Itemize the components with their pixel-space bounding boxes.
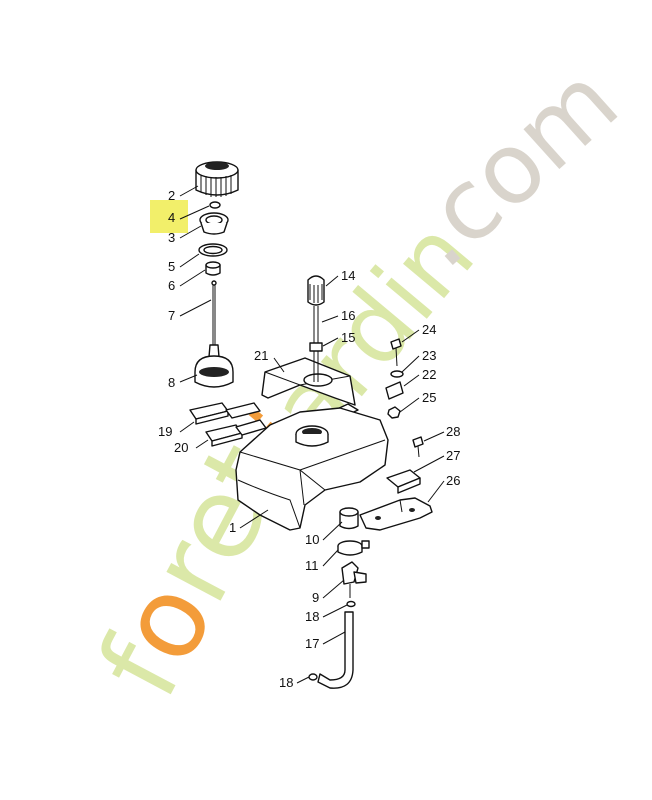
callout-19: 19: [158, 424, 172, 439]
highlight-part-4: [150, 200, 188, 233]
callout-25: 25: [422, 390, 436, 405]
right-small-parts: [359, 338, 433, 531]
callout-21: 21: [254, 348, 268, 363]
watermark: foret jardin .com: [74, 44, 640, 717]
fuel-line-assembly: [308, 507, 370, 689]
callout-3: 3: [168, 230, 175, 245]
callout-labels: 2 4 3 5 6 7 8 19 20 21 14 16 15 24 23 22…: [158, 188, 460, 690]
retaining-wire: [211, 280, 217, 345]
callout-28: 28: [446, 424, 460, 439]
callout-11: 11: [305, 558, 319, 573]
callout-22: 22: [422, 367, 436, 382]
seal-ring: [198, 243, 228, 257]
callout-14: 14: [341, 268, 355, 283]
callout-24: 24: [422, 322, 436, 337]
part-4-washer: [209, 201, 221, 209]
callout-8: 8: [168, 375, 175, 390]
fuel-filter-basket: [194, 344, 234, 388]
fuel-cap: [195, 161, 239, 197]
callout-9: 9: [312, 590, 319, 605]
fuel-tank: [235, 407, 389, 531]
callout-2: 2: [168, 188, 175, 203]
callout-10: 10: [305, 532, 319, 547]
vibration-pads: [189, 402, 267, 447]
callout-1: 1: [229, 520, 236, 535]
cap-ring: [199, 212, 229, 235]
callout-17: 17: [305, 636, 319, 651]
callout-15: 15: [341, 330, 355, 345]
callout-18-lower: 18: [279, 675, 293, 690]
callout-5: 5: [168, 259, 175, 274]
callout-20: 20: [174, 440, 188, 455]
fuel-pickup: [307, 275, 325, 382]
callout-7: 7: [168, 308, 175, 323]
callout-16: 16: [341, 308, 355, 323]
callout-6: 6: [168, 278, 175, 293]
leader-lines: [179, 185, 445, 684]
callout-23: 23: [422, 348, 436, 363]
callout-18-upper: 18: [305, 609, 319, 624]
callout-27: 27: [446, 448, 460, 463]
callout-26: 26: [446, 473, 460, 488]
filter-nut: [205, 261, 221, 276]
callout-4: 4: [168, 210, 175, 225]
